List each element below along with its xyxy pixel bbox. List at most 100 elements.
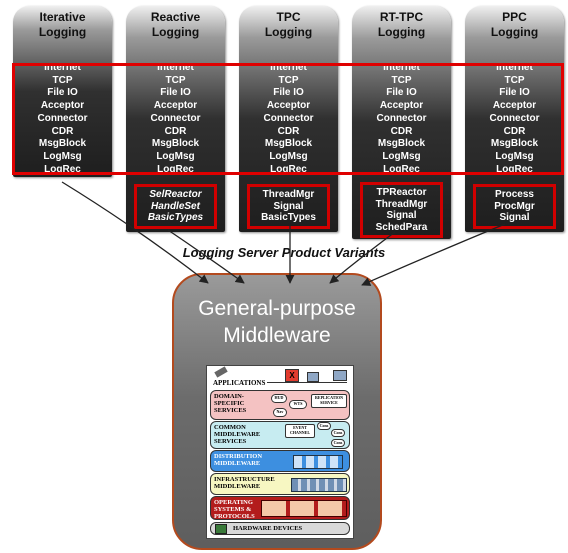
extra-item: SchedPara — [375, 221, 428, 233]
component-list: Internet TCP File IO Acceptor Connector … — [465, 62, 564, 176]
column-title: Iterative Logging — [38, 10, 87, 39]
distribution-blocks — [293, 455, 343, 469]
component-item: LogRec — [157, 163, 194, 175]
component-item: LogRec — [383, 163, 420, 175]
column-ppc-logging: PPC Logging Internet TCP File IO Accepto… — [465, 6, 564, 232]
component-item: TCP — [278, 74, 299, 86]
replication-service-tag: REPLICATION SERVICE — [311, 394, 347, 408]
component-item: Internet — [383, 62, 420, 73]
component-item: Internet — [44, 62, 81, 73]
component-item: File IO — [499, 87, 530, 99]
component-item: CDR — [503, 125, 526, 137]
component-item: Connector — [37, 112, 88, 124]
component-item: Acceptor — [153, 100, 198, 112]
component-item: Internet — [496, 62, 533, 73]
cons-tag: Cons — [317, 422, 331, 430]
component-item: MsgBlock — [151, 138, 200, 150]
component-item: TCP — [504, 74, 525, 86]
common-components-highlight — [12, 63, 564, 175]
component-item: File IO — [47, 87, 78, 99]
component-list: Internet TCP File IO Acceptor Connector … — [239, 62, 338, 176]
component-item: MsgBlock — [377, 138, 426, 150]
component-item: TCP — [52, 74, 73, 86]
component-item: Connector — [489, 112, 540, 124]
component-item: CDR — [390, 125, 413, 137]
arrow-iterative — [61, 181, 209, 284]
extra-item: BasicTypes — [147, 212, 204, 223]
component-item: Acceptor — [266, 100, 311, 112]
arrow-reactive — [167, 229, 245, 284]
column-title: Reactive Logging — [150, 10, 201, 39]
event-channel-tag: EVENT CHANNEL — [285, 424, 315, 438]
cons-tag: Cons — [331, 439, 345, 447]
component-item: Acceptor — [379, 100, 424, 112]
variant-extras: ThreadMgr Signal BasicTypes — [247, 184, 330, 229]
component-item: LogRec — [496, 163, 533, 175]
component-item: Acceptor — [40, 100, 85, 112]
component-item: MsgBlock — [490, 138, 539, 150]
component-item: File IO — [273, 87, 304, 99]
component-item: LogMsg — [43, 150, 82, 162]
component-item: Internet — [270, 62, 307, 73]
component-item: LogRec — [44, 163, 81, 175]
component-item: Connector — [263, 112, 314, 124]
diagram-subtitle: Logging Server Product Variants — [182, 245, 386, 260]
extra-item: TPReactor — [376, 187, 427, 198]
extra-item: ThreadMgr — [375, 198, 428, 210]
hud-tag: HUD — [271, 394, 287, 403]
component-item: MsgBlock — [264, 138, 313, 150]
column-tpc-logging: TPC Logging Internet TCP File IO Accepto… — [239, 6, 338, 232]
component-item: File IO — [386, 87, 417, 99]
column-reactive-logging: Reactive Logging Internet TCP File IO Ac… — [126, 6, 225, 232]
component-item: Connector — [150, 112, 201, 124]
variant-extras: TPReactor ThreadMgr Signal SchedPara — [360, 182, 443, 238]
extra-item: BasicTypes — [261, 212, 316, 223]
extra-item: Signal — [499, 212, 530, 223]
component-list: Internet TCP File IO Acceptor Connector … — [126, 62, 225, 176]
component-item: CDR — [277, 125, 300, 137]
component-item: LogMsg — [269, 150, 308, 162]
extra-item: HandleSet — [151, 200, 200, 212]
column-title: RT-TPC Logging — [377, 10, 426, 39]
component-item: TCP — [165, 74, 186, 86]
component-item: TCP — [391, 74, 412, 86]
variant-extras: Process ProcMgr Signal — [473, 184, 556, 229]
column-title: PPC Logging — [490, 10, 539, 39]
variant-extras: SelReactor HandleSet BasicTypes — [134, 184, 217, 229]
nav-tag: Nav — [273, 408, 287, 417]
component-item: Acceptor — [492, 100, 537, 112]
hardware-chip-icon — [215, 524, 227, 534]
cons-tag: Cons — [331, 429, 345, 437]
column-rt-tpc-logging: RT-TPC Logging Internet TCP File IO Acce… — [352, 6, 451, 239]
layer-hardware-devices: HARDWARE DEVICES — [210, 522, 350, 535]
infrastructure-blocks — [291, 478, 347, 492]
middleware-title: General-purpose Middleware — [198, 297, 356, 347]
component-item: LogMsg — [495, 150, 534, 162]
extra-item: ProcMgr — [494, 200, 535, 212]
extra-item: ThreadMgr — [262, 189, 315, 200]
extra-item: Signal — [273, 200, 304, 212]
component-list: Internet TCP File IO Acceptor Connector … — [13, 62, 112, 176]
computer-icon — [333, 370, 347, 381]
component-list: Internet TCP File IO Acceptor Connector … — [352, 62, 451, 176]
arrow-ppc — [361, 223, 506, 286]
component-item: Internet — [157, 62, 194, 73]
component-item: CDR — [51, 125, 74, 137]
component-item: LogMsg — [156, 150, 195, 162]
wts-tag: WTS — [289, 400, 307, 409]
network-line — [267, 382, 347, 383]
column-iterative-logging: Iterative Logging Internet TCP File IO A… — [13, 6, 112, 177]
middleware-layer-stack: APPLICATIONS X DOMAIN- SPECIFIC SERVICES… — [206, 365, 354, 539]
component-item: CDR — [164, 125, 187, 137]
os-blocks — [261, 500, 347, 517]
computer-icon — [307, 372, 319, 382]
component-item: LogMsg — [382, 150, 421, 162]
component-item: Connector — [376, 112, 427, 124]
column-title: TPC Logging — [264, 10, 313, 39]
component-item: LogRec — [270, 163, 307, 175]
extra-item: Signal — [386, 210, 417, 221]
component-item: MsgBlock — [38, 138, 87, 150]
component-item: File IO — [160, 87, 191, 99]
x-box: X — [285, 369, 299, 382]
